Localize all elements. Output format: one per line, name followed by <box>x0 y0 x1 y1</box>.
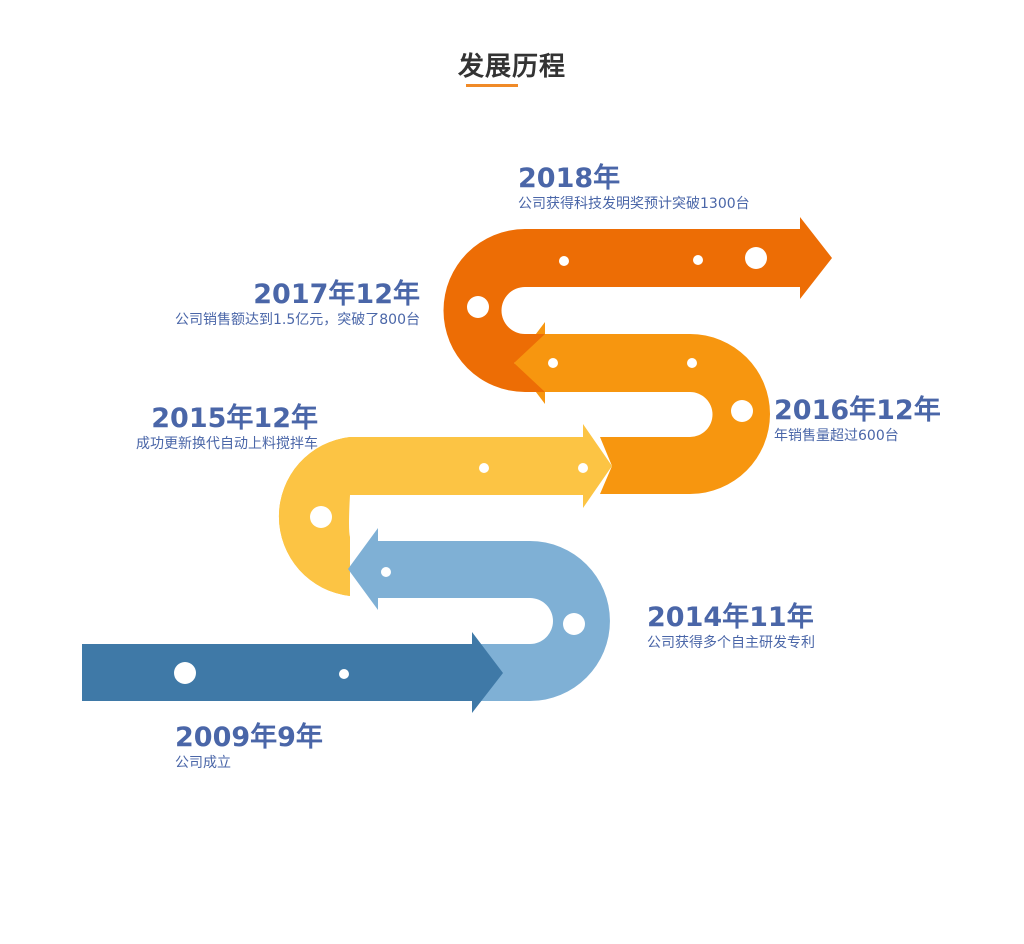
dot <box>548 358 558 368</box>
milestone-year: 2017年12年 <box>253 279 420 310</box>
dot <box>563 613 585 635</box>
milestone-2017: 2017年12年 公司销售额达到1.5亿元，突破了800台 <box>175 279 420 329</box>
milestone-year: 2016年12年 <box>774 395 941 426</box>
milestone-desc: 公司获得多个自主研发专利 <box>647 635 815 651</box>
dot <box>310 506 332 528</box>
dot <box>559 256 569 266</box>
milestone-year: 2009年9年 <box>175 722 323 753</box>
milestone-desc: 公司成立 <box>175 755 231 771</box>
milestone-2016: 2016年12年 年销售量超过600台 <box>774 395 941 445</box>
title-underline <box>466 84 518 87</box>
dot <box>693 255 703 265</box>
milestone-2018: 2018年 公司获得科技发明奖预计突破1300台 <box>518 163 750 213</box>
dot <box>381 567 391 577</box>
band-2016 <box>514 322 770 494</box>
milestone-2009: 2009年9年 公司成立 <box>175 722 323 772</box>
page-title: 发展历程 <box>457 52 566 82</box>
milestone-2014: 2014年11年 公司获得多个自主研发专利 <box>647 602 815 652</box>
dot <box>578 463 588 473</box>
band-2009 <box>82 632 503 713</box>
milestone-year: 2018年 <box>518 163 621 194</box>
dot <box>467 296 489 318</box>
milestone-desc: 公司获得科技发明奖预计突破1300台 <box>518 196 750 212</box>
band-2014 <box>348 528 610 701</box>
dot <box>731 400 753 422</box>
milestone-2015: 2015年12年 成功更新换代自动上料搅拌车 <box>136 403 318 453</box>
timeline-dots <box>174 247 767 684</box>
milestone-desc: 年销售量超过600台 <box>774 428 899 444</box>
milestone-desc: 成功更新换代自动上料搅拌车 <box>136 436 318 452</box>
milestone-year: 2014年11年 <box>647 602 814 633</box>
dot <box>339 669 349 679</box>
dot <box>745 247 767 269</box>
dot <box>687 358 697 368</box>
dot <box>479 463 489 473</box>
milestone-year: 2015年12年 <box>151 403 318 434</box>
milestone-desc: 公司销售额达到1.5亿元，突破了800台 <box>175 312 420 328</box>
band-2018 <box>443 217 832 392</box>
dot <box>174 662 196 684</box>
